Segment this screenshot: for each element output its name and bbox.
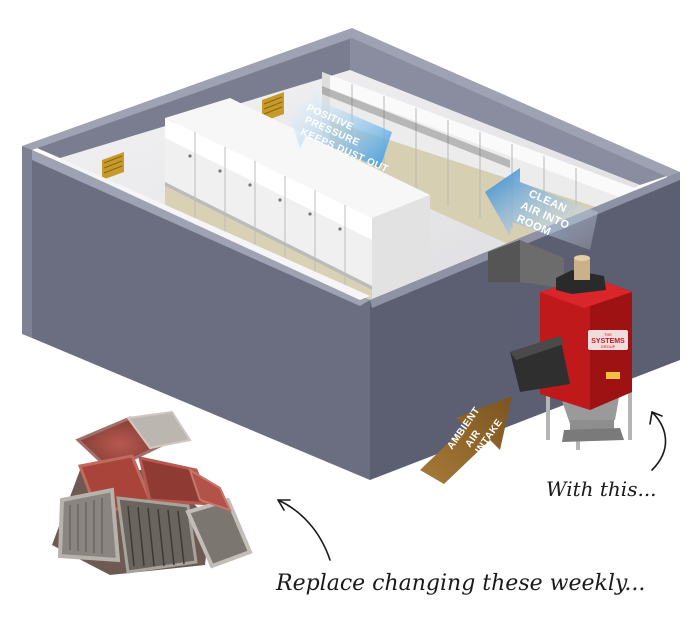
room [22,28,680,480]
cabinet-row-back [322,72,640,245]
pointer-arrow-icon [277,499,331,561]
wall-edge-left [22,146,32,338]
ambient-air-arrow-icon: AMBIENT AIR INTAKE [420,396,512,484]
vent-grille-icon [102,152,124,180]
vent-grille-icon [262,92,284,122]
dirty-filters-icon [52,410,253,575]
front-wall-right [370,172,680,480]
positive-pressure-arrow-icon: POSITIVE PRESSURE KEEPS DUST OUT [290,86,392,175]
wall-rim-back-left [22,28,352,150]
dust-collector-icon: THE SYSTEMS GROUP [488,240,632,450]
caption-replace: Replace changing these weekly... [275,571,645,596]
pointer-arrow-icon [649,411,667,471]
front-wall-left [32,150,370,480]
back-wall-right [350,35,670,185]
wall-rim-back-right [352,28,680,178]
caption-with-this: With this... [546,477,657,501]
unit-brand-bottom: GROUP [601,344,616,349]
unit-brand: SYSTEMS [591,338,625,345]
unit-brand-top: THE [604,332,612,337]
